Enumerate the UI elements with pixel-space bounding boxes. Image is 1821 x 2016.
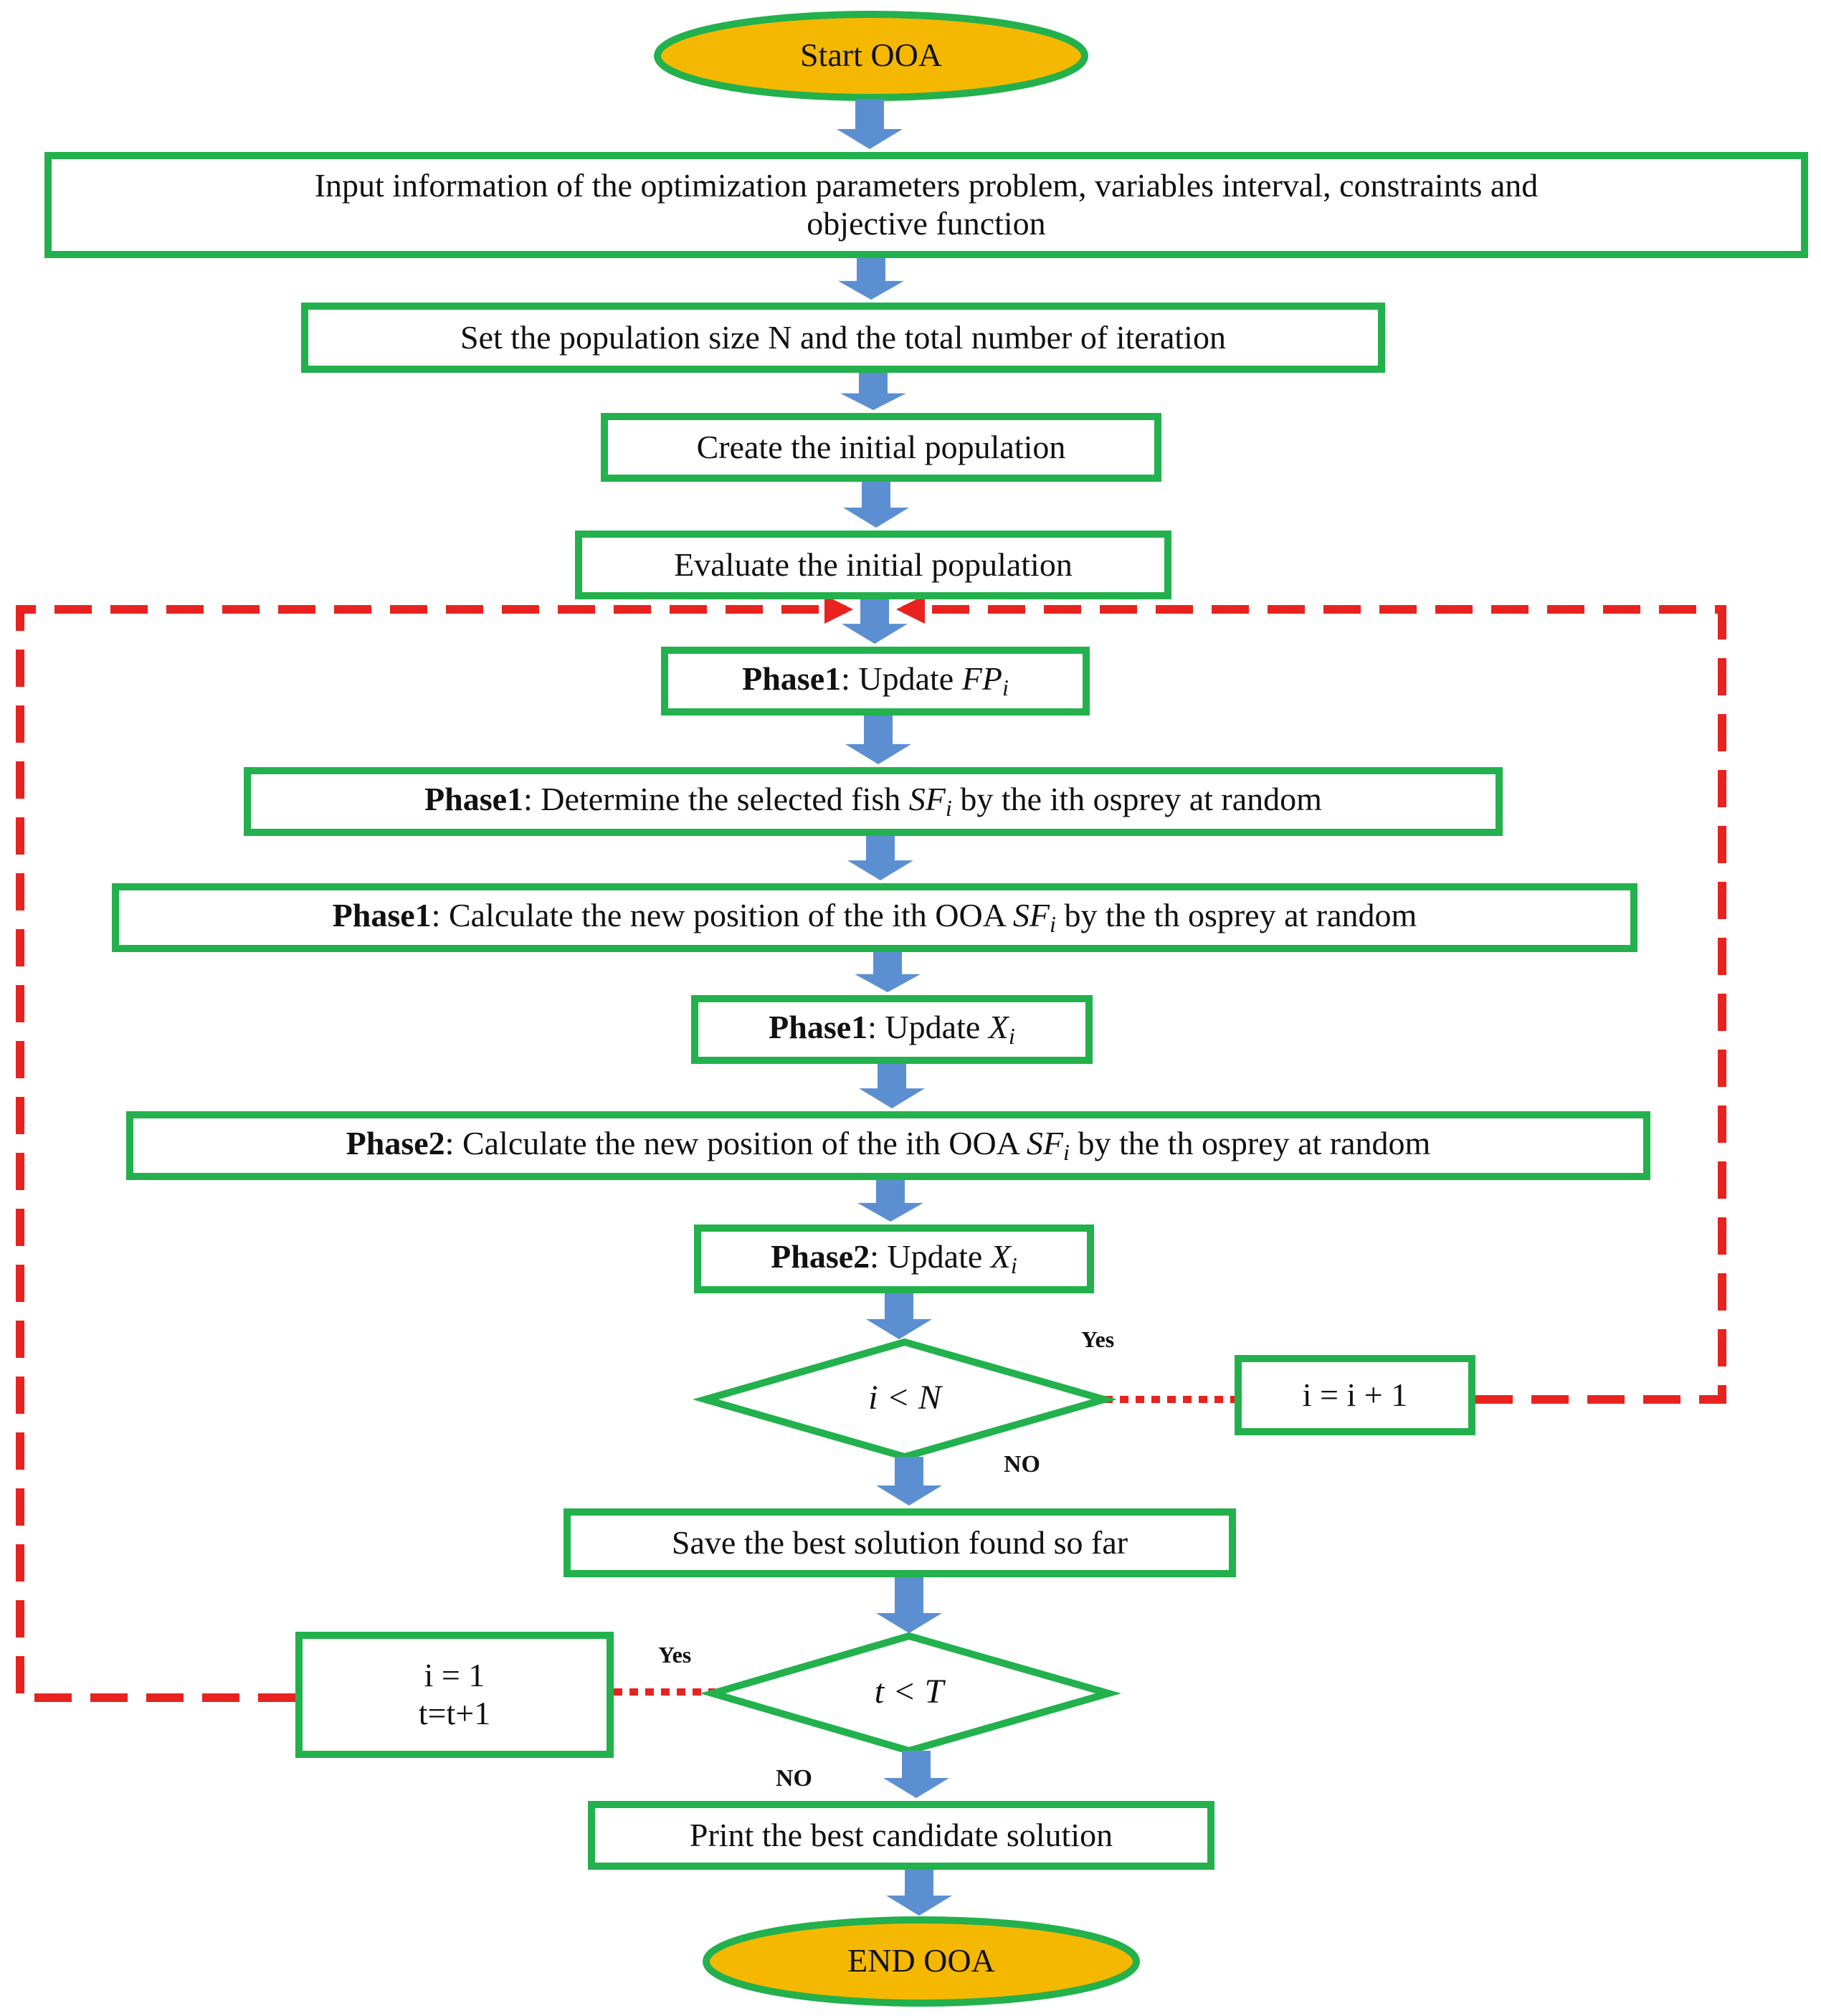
math-subscript: i: [1050, 911, 1056, 938]
phase2-calc-position-box: Phase2: Calculate the new position of th…: [126, 1111, 1650, 1180]
math-symbol: FP: [961, 660, 1002, 698]
create-population-text: Create the initial population: [696, 428, 1066, 465]
end-label: END OOA: [847, 1942, 995, 1979]
yes-label-i: Yes: [1081, 1326, 1115, 1352]
inner-loop-line: [903, 605, 1726, 1404]
flow-arrow-2: [838, 258, 904, 300]
start-label: Start OOA: [799, 37, 943, 73]
evaluate-population-box: Evaluate the initial population: [575, 531, 1171, 599]
phase1-calc-position-box: Phase1: Calculate the new position of th…: [112, 883, 1637, 952]
phase-tag: Phase2: [346, 1125, 445, 1162]
phase1-update-fp-box: Phase1: Update FPi: [661, 647, 1090, 715]
start-terminal: [654, 11, 1088, 101]
flow-arrow-10: [857, 1180, 923, 1222]
print-best-text: Print the best candidate solution: [689, 1816, 1113, 1853]
step-text: : Calculate the new position of the ith …: [444, 1125, 1027, 1162]
math-symbol: X: [990, 1238, 1011, 1275]
phase1-select-fish-box: Phase1: Determine the selected fish SFi …: [244, 767, 1503, 836]
save-best-box: Save the best solution found so far: [564, 1508, 1236, 1577]
input-box: Input information of the optimization pa…: [44, 152, 1808, 258]
create-population-box: Create the initial population: [601, 413, 1161, 482]
decision-t-label: t < T: [874, 1673, 944, 1711]
math-subscript: i: [1010, 1252, 1017, 1279]
math-symbol: X: [988, 1009, 1009, 1046]
phase-tag: Phase1: [742, 660, 842, 698]
flow-arrow-9: [859, 1064, 925, 1108]
flow-arrow-12: [876, 1457, 942, 1506]
phase2-update-x-box: Phase2: Update Xi: [694, 1225, 1094, 1293]
flow-arrow-7: [847, 836, 913, 880]
phase1-update-x-box: Phase1: Update Xi: [691, 995, 1093, 1064]
flow-arrow-11: [866, 1293, 932, 1339]
increment-i-box: i = i + 1: [1235, 1355, 1475, 1435]
step-tail: by the ith osprey at random: [951, 781, 1322, 818]
yes-label-t: Yes: [658, 1642, 692, 1668]
flow-arrow-5: [842, 599, 908, 644]
step-text: : Determine the selected fish: [523, 781, 909, 818]
flow-arrow-6: [845, 715, 911, 764]
input-line-2: objective function: [807, 205, 1046, 242]
flow-arrow-4: [843, 482, 909, 528]
reset-counters-box: i = 1 t=t+1: [295, 1632, 614, 1758]
reset-line-2: t=t+1: [418, 1695, 491, 1731]
step-tail: by the th osprey at random: [1069, 1125, 1431, 1162]
phase-tag: Phase1: [769, 1009, 868, 1046]
phase-tag: Phase1: [424, 781, 524, 818]
flow-arrow-14: [883, 1751, 949, 1798]
outer-loop-line: [16, 605, 846, 1702]
math-symbol: SF: [1012, 897, 1050, 934]
flow-arrow-8: [855, 952, 921, 992]
save-best-text: Save the best solution found so far: [671, 1523, 1128, 1561]
inner-loop-arrowhead: [896, 595, 925, 624]
flow-arrows: [837, 99, 952, 1916]
step-tail: by the th osprey at random: [1055, 897, 1417, 934]
set-population-box: Set the population size N and the total …: [301, 303, 1385, 373]
step-text: : Update: [841, 660, 962, 698]
math-subscript: i: [1002, 675, 1009, 701]
print-best-box: Print the best candidate solution: [588, 1801, 1214, 1870]
no-label-t: NO: [776, 1765, 812, 1792]
phase-tag: Phase2: [771, 1238, 870, 1275]
step-text: : Calculate the new position of the ith …: [431, 897, 1013, 934]
flow-arrow-15: [886, 1870, 952, 1916]
math-subscript: i: [945, 795, 952, 822]
math-symbol: SF: [908, 781, 946, 818]
flow-arrow-13: [876, 1577, 942, 1633]
decision-i-label: i < N: [868, 1379, 941, 1417]
flow-arrow-3: [840, 373, 906, 410]
no-label-i: NO: [1004, 1451, 1040, 1478]
end-terminal: [703, 1916, 1140, 2007]
input-line-1: Input information of the optimization pa…: [314, 167, 1539, 204]
phase-tag: Phase1: [332, 897, 432, 934]
math-subscript: i: [1008, 1023, 1015, 1050]
step-text: : Update: [870, 1238, 991, 1275]
increment-i-text: i = i + 1: [1302, 1376, 1408, 1413]
outer-loop-arrowhead: [824, 595, 853, 624]
math-symbol: SF: [1026, 1125, 1064, 1162]
flow-arrow-1: [837, 99, 903, 149]
evaluate-population-text: Evaluate the initial population: [674, 546, 1073, 583]
step-text: : Update: [867, 1009, 989, 1046]
math-subscript: i: [1063, 1139, 1070, 1166]
set-population-text: Set the population size N and the total …: [460, 318, 1226, 356]
reset-line-1: i = 1: [424, 1657, 485, 1694]
